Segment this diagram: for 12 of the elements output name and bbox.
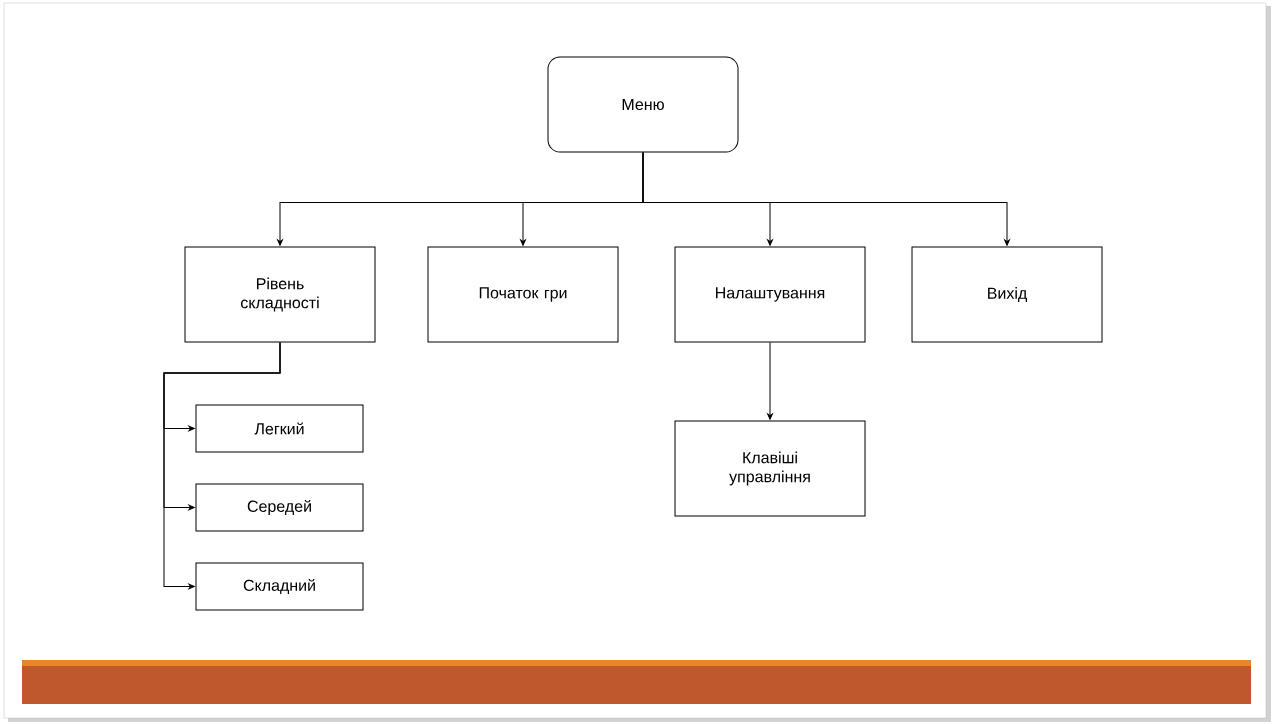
menu-item-box: Клавіші управління: [674, 420, 866, 517]
menu-item-box: Середей: [195, 483, 364, 532]
arrow: [163, 342, 281, 590]
arrow: [767, 342, 773, 420]
menu-item-box: Вихід: [911, 246, 1103, 343]
menu-box: Меню: [547, 56, 739, 153]
menu-item-box: Складний: [195, 562, 364, 611]
menu-item-box: Налаштування: [674, 246, 866, 343]
menu-item-box: Початок гри: [427, 246, 619, 343]
menu-item-box: Легкий: [195, 404, 364, 453]
arrow: [642, 152, 1010, 246]
menu-item-box: Рівень складності: [184, 246, 376, 343]
